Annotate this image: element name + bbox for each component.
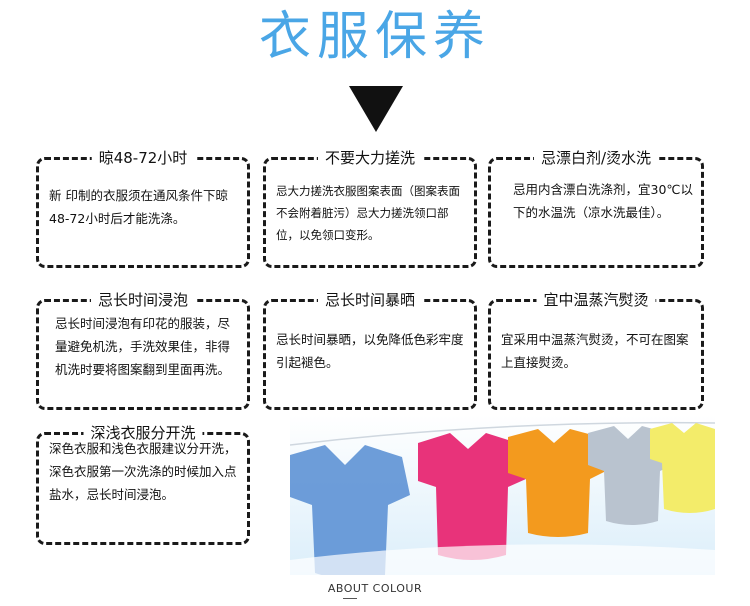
footer-about-colour: ABOUT COLOUR — [327, 582, 423, 595]
pink-shirt — [418, 433, 526, 560]
card-body: 忌用内含漂白洗涤剂，宜30℃以下的水温洗（凉水洗最佳）。 — [513, 182, 693, 220]
card-no-bleach-hot-water: 忌漂白剂/烫水洗 忌用内含漂白洗涤剂，宜30℃以下的水温洗（凉水洗最佳）。 — [488, 148, 704, 268]
card-body: 忌长时间浸泡有印花的服装，尽量避免机洗，手洗效果佳，非得机洗时要将图案翻到里面再… — [55, 316, 231, 377]
card-body: 忌大力搓洗衣服图案表面（图案表面不会附着脏污）忌大力搓洗领口部位，以免领口变形。 — [276, 184, 460, 242]
page-title: 衣服保养 — [258, 7, 491, 67]
card-title: 不要大力搓洗 — [317, 148, 423, 168]
card-dry-48-72h: 晾48-72小时 新 印制的衣服须在通风条件下晾48-72小时后才能洗涤。 — [36, 148, 250, 268]
orange-shirt — [508, 429, 606, 537]
card-title: 忌漂白剂/烫水洗 — [533, 148, 659, 168]
footer-divider — [343, 598, 357, 606]
card-title: 忌长时间暴晒 — [317, 290, 423, 310]
card-steam-iron: 宜中温蒸汽熨烫 宜采用中温蒸汽熨烫，不可在图案上直接熨烫。 — [488, 290, 704, 410]
card-body: 忌长时间暴晒，以免降低色彩牢度引起褪色。 — [276, 332, 464, 370]
card-no-long-sun: 忌长时间暴晒 忌长时间暴晒，以免降低色彩牢度引起褪色。 — [263, 290, 477, 410]
yellow-shirt — [650, 423, 715, 513]
laundry-shirts-illustration — [290, 415, 715, 575]
card-body: 深色衣服和浅色衣服建议分开洗，深色衣服第一次洗涤的时候加入点盐水，忌长时间浸泡。 — [49, 441, 237, 502]
card-title: 宜中温蒸汽熨烫 — [536, 290, 656, 310]
card-title: 忌长时间浸泡 — [90, 290, 196, 310]
card-no-long-soak: 忌长时间浸泡 忌长时间浸泡有印花的服装，尽量避免机洗，手洗效果佳，非得机洗时要将… — [36, 290, 250, 410]
card-title: 晾48-72小时 — [91, 148, 195, 168]
blue-shirt — [290, 445, 410, 575]
card-no-hard-scrub: 不要大力搓洗 忌大力搓洗衣服图案表面（图案表面不会附着脏污）忌大力搓洗领口部位，… — [263, 148, 477, 268]
card-body: 新 印制的衣服须在通风条件下晾48-72小时后才能洗涤。 — [49, 188, 228, 226]
down-triangle-icon — [349, 86, 403, 132]
card-wash-separately: 深浅衣服分开洗 深色衣服和浅色衣服建议分开洗，深色衣服第一次洗涤的时候加入点盐水… — [36, 423, 250, 545]
card-title: 深浅衣服分开洗 — [83, 423, 203, 443]
card-body: 宜采用中温蒸汽熨烫，不可在图案上直接熨烫。 — [501, 332, 689, 370]
